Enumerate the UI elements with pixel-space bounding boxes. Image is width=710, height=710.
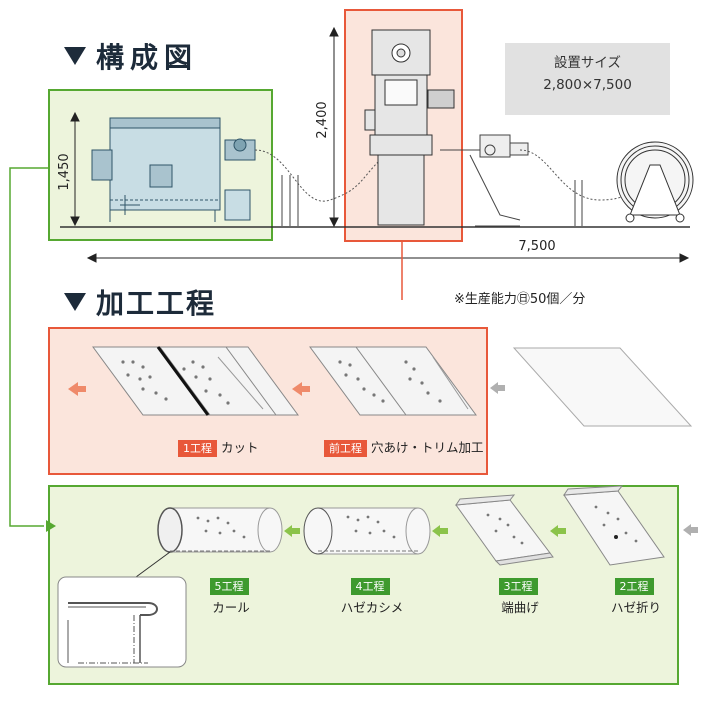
feeder [440,134,529,227]
arrow-left-icon [490,382,505,394]
step-pre-label: 穴あけ・トリム加工 [371,440,484,455]
step-edge-label: 端曲げ [501,600,539,615]
bent-sheet [455,494,554,566]
folded-sheet [563,485,665,566]
arrow-left-icon [284,525,300,537]
step-fold-badge: 2工程 [614,578,654,595]
arrow-left-icon [432,525,448,537]
forming-machine [91,117,256,222]
cut-sheets [92,346,299,416]
step-curl: 5工程 カール [196,578,266,616]
install-size-label: 設置サイズ [553,55,622,71]
install-size-box: 設置サイズ 2,800×7,500 [505,43,670,115]
step-fold-label: ハゼ折り [610,600,661,615]
forming-graphics [57,485,665,668]
arrow-left-icon [292,382,310,396]
capacity-note: ※生産能力㊐50個／分 [454,292,586,307]
step-seam-badge: 4工程 [350,578,390,595]
step-cut: 1工程カット [178,437,259,457]
step-cut-badge: 1工程 [178,440,217,457]
seamed-tube [303,507,431,555]
press-machine [364,29,455,226]
machine-connector [9,167,56,532]
step-seam: 4工程 ハゼカシメ [334,578,410,616]
step-curl-badge: 5工程 [209,578,249,595]
step-seam-label: ハゼカシメ [340,600,404,615]
pre-process-graphics [68,346,477,416]
step-pre: 前工程穴あけ・トリム加工 [324,437,484,457]
uncoiler [616,141,694,223]
blank-sheet [512,347,693,427]
step-fold: 2工程 ハゼ折り [598,578,674,616]
dim-1450 [70,111,80,227]
dim-7500 [86,253,690,263]
press-connector [401,241,403,300]
dim-7500-label: 7,500 [518,239,555,254]
configuration-title: 構成図 [96,41,199,74]
arrow-left-icon [550,525,566,537]
install-size-value: 2,800×7,500 [543,77,632,93]
triangle-icon [64,47,86,65]
step-curl-label: カール [212,600,250,615]
punched-sheets [309,346,477,416]
step-pre-badge: 前工程 [324,440,367,457]
triangle-icon [64,293,86,311]
configuration-heading: 構成図 [64,36,198,76]
curl-detail [57,576,187,668]
layout-diagram: 1,450 2,400 7,500 [48,9,694,300]
dim-2400-label: 2,400 [315,101,330,138]
arrow-left-icon [68,382,86,396]
dim-1450-label: 1,450 [57,153,72,190]
dim-2400 [329,26,339,228]
process-heading: 加工工程 [64,282,216,322]
step-cut-label: カット [221,440,259,455]
arrow-left-icon [683,524,698,536]
curled-tube [135,507,283,578]
process-title: 加工工程 [96,287,217,320]
step-edge: 3工程 端曲げ [484,578,556,616]
step-edge-badge: 3工程 [498,578,538,595]
